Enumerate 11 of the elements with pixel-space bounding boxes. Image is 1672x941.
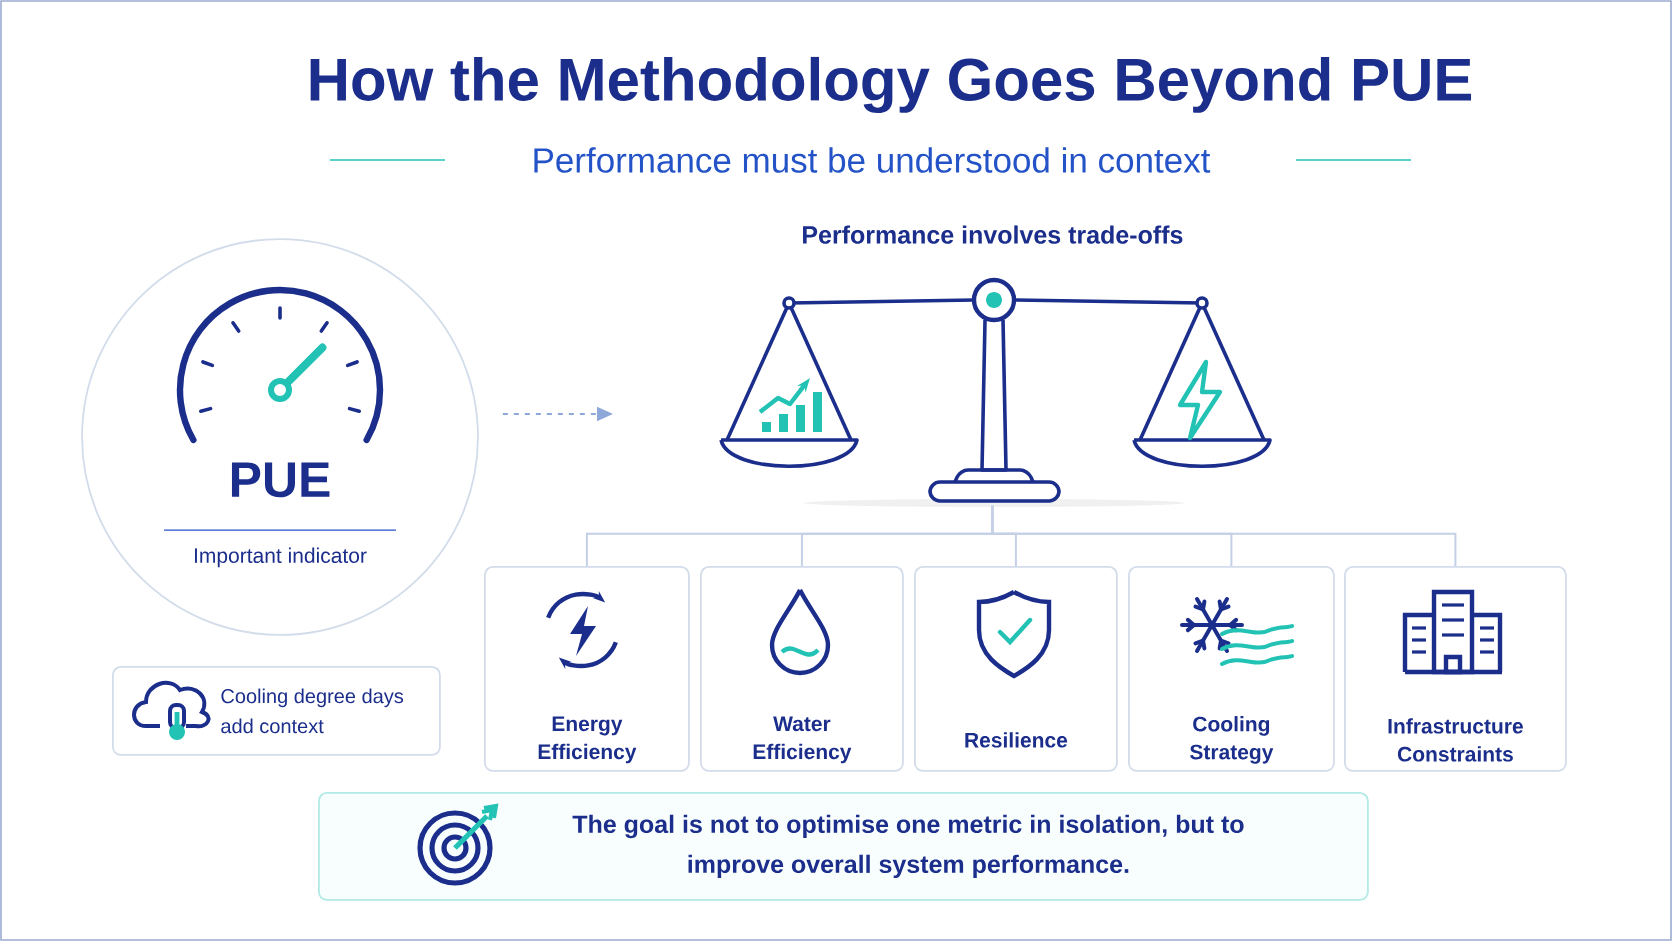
category-card: Resilience: [914, 566, 1118, 772]
subtitle: Performance must be understood in context: [534, 147, 1211, 173]
connector-line: [991, 504, 1457, 567]
goal-banner: The goal is not to optimise one metric in isolation, but to improve overall system performance.: [318, 792, 1369, 901]
note-card: Cooling degree days add context: [112, 666, 441, 756]
category-card: Cooling Strategy: [1128, 566, 1335, 772]
balance-heading: Performance involves trade-offs: [803, 225, 1183, 244]
title: How the Methodology Goes Beyond PUE: [310, 56, 1472, 114]
category-card: Energy Efficiency: [484, 566, 690, 772]
category-card: Water Efficiency: [700, 566, 904, 772]
category-card: Infrastructure Constraints: [1344, 566, 1567, 772]
